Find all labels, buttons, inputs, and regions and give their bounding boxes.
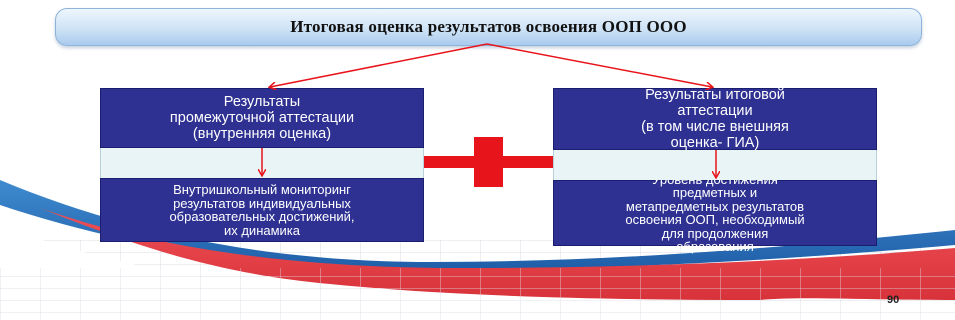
right-bottom-line: образования (676, 239, 754, 254)
left-bottom-line: их динамика (223, 222, 301, 238)
right-bottom-line: предметных и (672, 185, 758, 200)
left-top-line: Результаты (223, 94, 301, 110)
left-top-line: промежуточной аттестации (169, 110, 355, 126)
left-top-line: (внутренняя оценка) (192, 126, 332, 142)
left-bottom-box: Внутришкольный мониторинг результатов ин… (100, 178, 424, 242)
right-top-line: оценка- ГИА) (670, 135, 760, 151)
blue-wave (0, 180, 955, 270)
right-bottom-line: для продолжения (661, 225, 769, 241)
arrow-to-right-block (486, 43, 712, 87)
diagram-title: Итоговая оценка результатов освоения ООП… (290, 17, 687, 36)
right-bottom-line: освоения ООП, необходимый (625, 212, 805, 227)
title-banner: Итоговая оценка результатов освоения ООП… (55, 8, 922, 46)
right-bottom-line: метапредметных результатов (625, 198, 805, 214)
left-bottom-line: образовательных достижений, (169, 209, 355, 224)
arrow-to-left-block (270, 43, 488, 87)
page-number: 90 (887, 294, 900, 306)
right-block: Результаты итоговой аттестации (в том чи… (553, 87, 877, 253)
right-top-line: Результаты итоговой (645, 87, 785, 103)
left-bottom-line: результатов индивидуальных (173, 195, 351, 211)
left-bottom-line: Внутришкольный мониторинг (173, 182, 351, 197)
right-top-box: Результаты итоговой аттестации (в том чи… (553, 87, 877, 151)
right-top-line: аттестации (677, 103, 753, 119)
right-top-line: (в том числе внешняя (641, 119, 789, 135)
left-block: Результаты промежуточной аттестации (вну… (100, 88, 424, 242)
plus-sign-vertical (474, 137, 503, 187)
left-top-box: Результаты промежуточной аттестации (вну… (100, 88, 424, 148)
